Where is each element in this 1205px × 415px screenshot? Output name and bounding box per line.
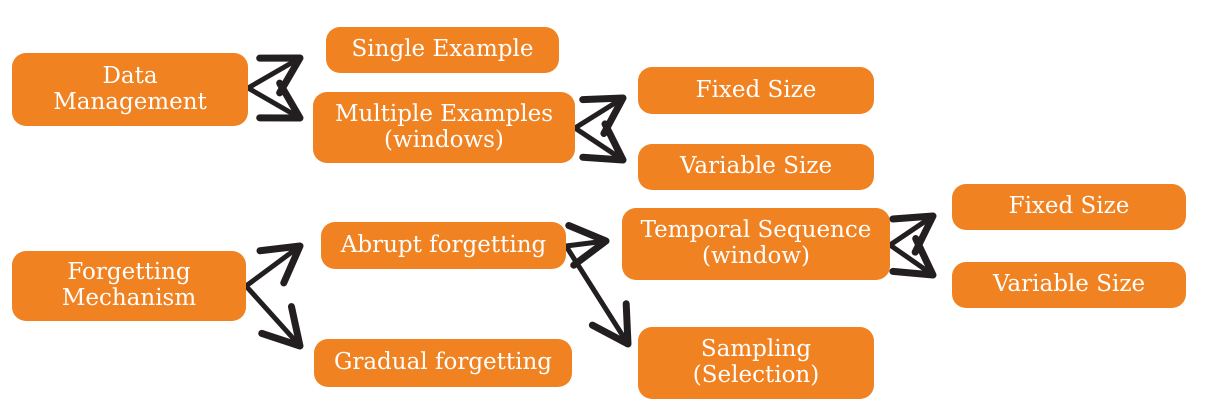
node-sampling: Sampling (Selection)	[638, 327, 874, 399]
node-dm-variable-size: Variable Size	[638, 144, 874, 190]
arrow-abrupt-to-sampling	[563, 243, 632, 348]
node-ts-variable-size: Variable Size	[952, 262, 1186, 308]
arrow-data-management-to-single-example	[245, 54, 304, 97]
node-abrupt-forgetting: Abrupt forgetting	[321, 222, 566, 269]
node-ts-fixed-size: Fixed Size	[952, 184, 1186, 230]
arrow-forgetting-mechanism-to-abrupt	[243, 242, 304, 289]
arrow-temporal-sequence-to-variable-size	[887, 235, 937, 279]
arrow-data-management-to-multiple-examples	[245, 79, 304, 122]
node-dm-fixed-size: Fixed Size	[638, 67, 874, 114]
node-forgetting-mechanism: Forgetting Mechanism	[12, 251, 246, 321]
arrow-multiple-examples-to-fixed-size	[572, 94, 627, 138]
arrow-multiple-examples-to-variable-size	[572, 120, 627, 164]
arrow-abrupt-to-temporal-sequence	[563, 221, 610, 269]
node-data-management: Data Management	[12, 53, 248, 126]
node-multiple-examples: Multiple Examples (windows)	[313, 92, 575, 163]
arrow-forgetting-mechanism-to-gradual	[243, 283, 304, 350]
node-temporal-sequence: Temporal Sequence (window)	[622, 208, 890, 280]
node-gradual-forgetting: Gradual forgetting	[314, 339, 572, 387]
arrow-temporal-sequence-to-fixed-size	[887, 212, 937, 256]
node-single-example: Single Example	[326, 27, 559, 73]
